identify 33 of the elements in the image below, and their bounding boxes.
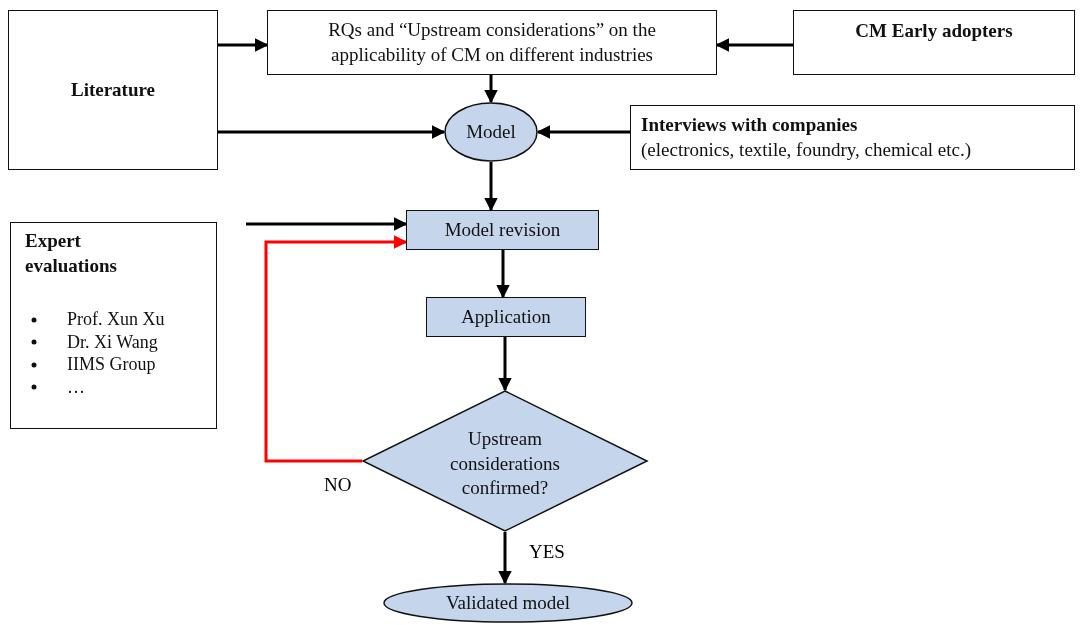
arrow [484,75,498,104]
node-label: Application [461,304,551,329]
process-box [406,210,599,250]
list-item: IIMS Group [67,353,156,376]
arrow [715,38,793,52]
node-label: Model [466,119,516,144]
list-item: Prof. Xun Xu [67,308,165,331]
arrow [498,532,512,585]
process-box [8,10,218,170]
node-label: Upstream considerations confirmed? [449,426,561,501]
arrow [536,125,630,139]
arrow [218,125,446,139]
arrow [496,250,510,299]
arrow [218,38,269,52]
process-box [793,10,1075,75]
node-label: Validated model [446,590,570,615]
node-label: Model revision [444,217,561,242]
node-label: RQs and “Upstream considerations” on the applicability of CM on different industries [327,17,657,67]
list-item: Dr. Xi Wang [67,330,158,354]
arrow [484,162,498,212]
heading-text: Expert evaluations [25,229,118,278]
arrow [498,337,512,392]
node-label: Literature [70,77,156,102]
list-item: … [67,375,85,399]
process-box [630,105,1075,170]
node-label: CM Early adopters [855,19,1013,43]
node-subtitle: (electronics, textile, foundry, chemical etc.) [641,137,972,162]
arrow [246,217,408,231]
node-label: Interviews with companies [641,112,858,137]
arrow [264,235,408,463]
list-box [10,222,217,429]
process-box [267,10,717,75]
process-box [426,297,586,337]
